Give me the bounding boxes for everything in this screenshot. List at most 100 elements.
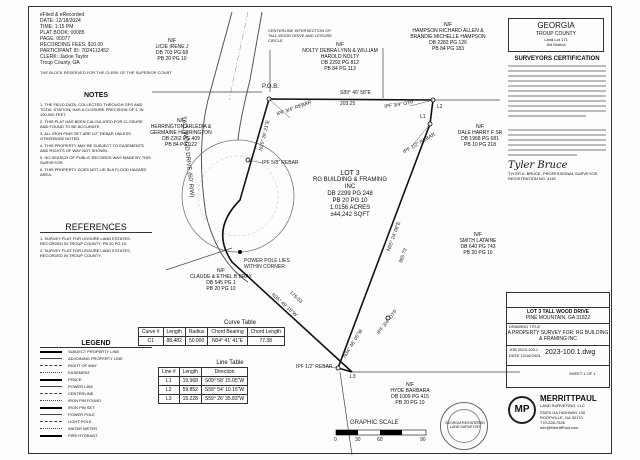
line-header: Line # xyxy=(158,367,180,377)
drawn-date-value: 12/16/2024 xyxy=(520,353,541,358)
owner-name: NOLTY DEBRA LYNN & WILLIAM HAROLD NOLTY xyxy=(302,48,378,60)
line-header: Direction xyxy=(200,367,249,377)
legend-label: WATER METER xyxy=(68,426,98,431)
county-value: Troup County, GA xyxy=(40,60,80,66)
iron-pin-found xyxy=(385,315,391,321)
owner-nf: N/F xyxy=(176,118,186,124)
owner-db: DB 2262 PG 409 xyxy=(162,136,200,142)
owner-db: DB 545 PG 1 xyxy=(206,280,236,286)
legend-item: CENTERLINE xyxy=(40,390,152,397)
time-value: 1:15 PM xyxy=(54,24,74,30)
clerk-label: CLERK: xyxy=(40,54,59,60)
county-name: TROUP COUNTY xyxy=(536,31,576,37)
owner-pb: PB 20 PG 10 xyxy=(157,56,187,62)
owner-nf: N/F xyxy=(405,382,415,388)
surveyor-signature: Tyler Bruce xyxy=(508,160,568,171)
certification-title: SURVEYORS CERTIFICATION xyxy=(514,56,600,62)
scale-tick: 30 xyxy=(355,437,361,443)
legend-label: CENTERLINE xyxy=(68,391,94,396)
lot-owner: RG BUILDING & FRAMING INC xyxy=(312,177,387,190)
line-cell: S59° 26' 35.83"W xyxy=(200,394,249,404)
legend-symbol xyxy=(40,414,62,415)
owner-db: DB 2282 PG 126 xyxy=(429,40,467,46)
legend-label: IRON PIN SET xyxy=(68,405,95,410)
curve-cell: N04° 41' 41"E xyxy=(207,336,248,346)
legend-symbol xyxy=(40,365,62,366)
scale-tick: 60 xyxy=(377,437,383,443)
page-label: PAGE: xyxy=(40,36,55,42)
legend-label: EASEMENT xyxy=(68,370,91,375)
scale-tick: 0 xyxy=(334,437,337,443)
legend-item: LIGHT POLE xyxy=(40,418,152,425)
owner-nf: N/F xyxy=(335,42,345,48)
subject-property-boundary xyxy=(221,98,434,373)
line-cell: 15.228 xyxy=(178,394,202,404)
fee-value: $10.00 xyxy=(87,42,104,48)
adjoining-line xyxy=(339,371,353,456)
legend-item: FENCE xyxy=(40,376,152,383)
sheet-value: 1 OF 1 xyxy=(583,371,596,376)
surveyor-certification: SURVEYORS CERTIFICATION Tyler Bruce TYLE… xyxy=(508,56,606,216)
l3-label: L3 xyxy=(350,374,356,380)
reference-item: 2. SURVEY PLAT FOR LEISURE LAND ESTATES,… xyxy=(40,248,131,258)
company-email[interactable]: info@MerrittPaul.com xyxy=(540,425,579,430)
reference-item: 1. SURVEY PLAT FOR LEISURE LAND ESTATES,… xyxy=(40,236,131,246)
pob-label: P.O.B. xyxy=(262,84,279,90)
date-label: DATE: xyxy=(40,18,55,24)
legend-symbol xyxy=(40,406,62,409)
road-east-edge xyxy=(237,11,263,141)
surveyor-reg-no: TYLER A. BRUCE, PROFESSIONAL SURVEYOR RE… xyxy=(508,171,598,181)
owner-nf: N/F xyxy=(475,124,485,130)
legend-label: ADJOINING PROPERTY LINE xyxy=(68,356,123,361)
graphic-scale-title: GRAPHIC SCALE xyxy=(350,420,399,426)
owner-name: SMITH LATAINE xyxy=(459,238,497,244)
drawn-date-label: DATE xyxy=(509,353,520,358)
owner-block: N/F NOLTY DEBRA LYNN & WILLIAM HAROLD NO… xyxy=(300,42,380,72)
project-name: LOT 3 TALL WOOD DRIVE xyxy=(526,309,590,315)
note-item: 2. THIS PLAT HAS BEEN CALCULATED FOR CLO… xyxy=(40,119,143,129)
owner-pb: PB 84 PG 122 xyxy=(165,142,197,148)
lot-acres: 1.0156 ACRES xyxy=(329,205,371,211)
owner-db: DB 640 PG 743 xyxy=(460,244,496,250)
curve-header: Curve # xyxy=(138,327,164,337)
cul-de-sac xyxy=(181,139,295,253)
owner-pb: PB 20 PG 10 xyxy=(206,286,236,292)
clerk-value: Jackie Taylor xyxy=(59,54,89,60)
owner-name: LICIE IRENE J xyxy=(155,44,189,50)
legend-item: POWER LINE xyxy=(40,383,152,390)
line-cell: L1 xyxy=(158,376,180,386)
company-address1: 23870 GA HIGHWAY 100 xyxy=(540,410,586,415)
l1-label: L1 xyxy=(420,114,426,120)
legend-label: RIGHT OF WAY xyxy=(68,363,97,368)
legend-symbol xyxy=(40,358,62,359)
owner-name: HYDE BARBARA xyxy=(390,388,430,394)
lot-pb: PB 20 PG 10 xyxy=(332,198,368,204)
curve-cell: C1 xyxy=(138,336,164,346)
note-item: 6. THIS PROPERTY DOES NOT LIE IN A FLOOD… xyxy=(40,167,147,177)
owner-db: DB 2292 PG 812 xyxy=(321,60,359,66)
legend-label: POWER POLE xyxy=(68,412,95,417)
references-title: REFERENCES xyxy=(40,222,152,233)
legend-symbol xyxy=(40,421,62,422)
centerline-label: CENTERLINE INTERSECTION OF TALL WOOD DRI… xyxy=(268,28,333,43)
rebar-58-label: IPF 5/8" REBAR xyxy=(262,160,299,166)
company-address2: ROOPVILLE, GA 30170 xyxy=(540,415,583,420)
owner-pb: PB 10 PG 218 xyxy=(464,142,496,148)
location-box: GEORGIA TROUP COUNTY Land Lot 171 3rd Di… xyxy=(508,18,604,52)
lot-info: LOT 3 RG BUILDING & FRAMING INC DB 2299 … xyxy=(310,170,390,219)
legend-title: LEGEND xyxy=(40,340,152,348)
project-city: PINE MOUNTAIN, GA 31822 xyxy=(525,315,591,321)
legend-label: SUBJECT PROPERTY LINE xyxy=(68,349,120,354)
drawing-title: A PROPERTY SURVEY FOR: RG BUILDING & FRA… xyxy=(507,330,609,342)
clerk-note: THE BLOCK RESERVED FOR THE CLERK OF THE … xyxy=(40,70,172,75)
legend-item: IRON PIN SET xyxy=(40,404,152,411)
owner-db: DB 703 PG 68 xyxy=(155,50,189,56)
owner-db: DB 1009 PG 415 xyxy=(391,394,429,400)
plat-book-label: PLAT BOOK: xyxy=(40,30,70,36)
legend-symbol xyxy=(40,393,62,394)
owner-pb: PB 84 PG 183 xyxy=(432,46,464,52)
date-value: 12/18/2024 xyxy=(55,18,81,24)
curve-header: Chord Length xyxy=(246,327,285,337)
legend-item: POWER POLE xyxy=(40,411,152,418)
